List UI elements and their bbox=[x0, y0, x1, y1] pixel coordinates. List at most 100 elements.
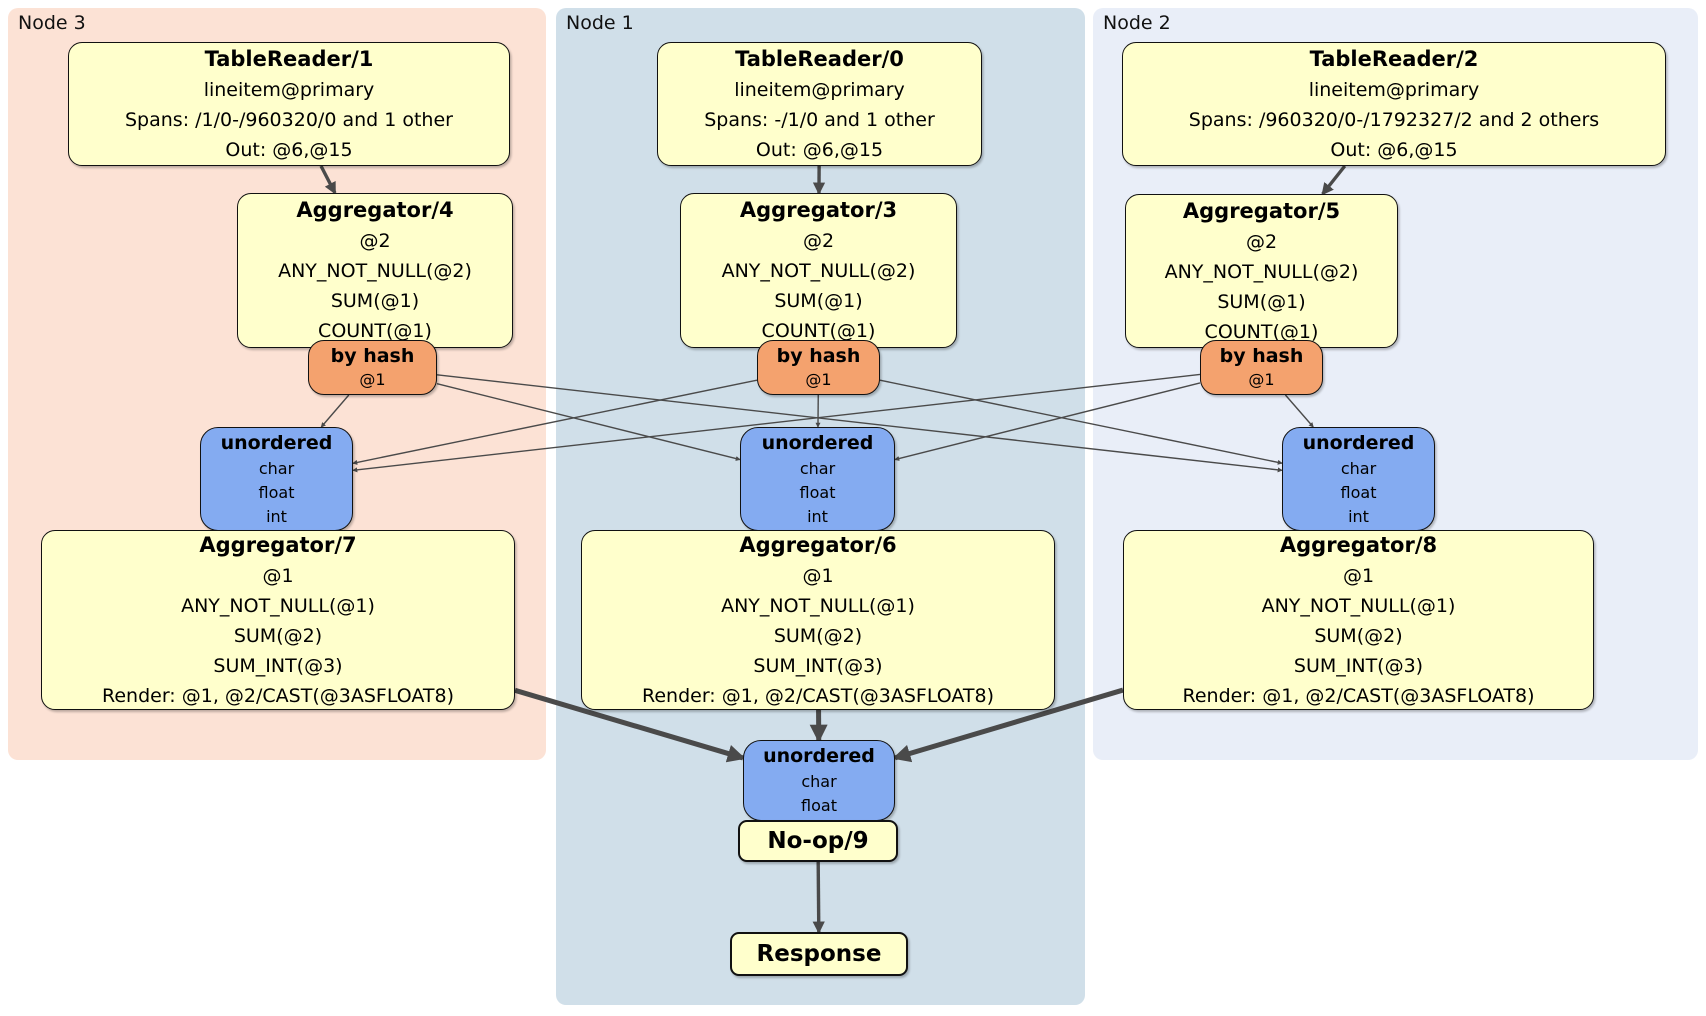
node-detail-line: SUM(@1) bbox=[1217, 290, 1306, 313]
node-detail-line: @1 bbox=[802, 564, 834, 587]
node-detail-line: lineitem@primary bbox=[203, 78, 375, 101]
node-detail-line: ANY_NOT_NULL(@1) bbox=[181, 594, 375, 617]
node-title: Aggregator/7 bbox=[199, 532, 357, 557]
node-detail-line: @2 bbox=[802, 230, 835, 252]
edge-hash2-to-sync3 bbox=[352, 373, 1201, 473]
node-detail-line: ANY_NOT_NULL(@2) bbox=[1164, 260, 1359, 283]
edge-hash1-to-sync2 bbox=[879, 379, 1283, 465]
node-detail-line: char bbox=[799, 458, 836, 478]
node-title: Response bbox=[756, 941, 882, 967]
node-detail-line: SUM(@2) bbox=[773, 624, 863, 647]
node-detail-line: SUM(@2) bbox=[1314, 624, 1403, 647]
edge-agg7-to-syncf bbox=[514, 687, 746, 763]
node-detail-line: COUNT(@1) bbox=[761, 320, 876, 342]
node-detail-line: float bbox=[258, 482, 295, 502]
node-detail-line: float bbox=[1340, 482, 1377, 502]
node-detail-line: SUM_INT(@3) bbox=[213, 654, 343, 677]
noop-9-node: No-op/9 bbox=[738, 820, 898, 862]
response-node: Response bbox=[730, 932, 908, 976]
router-title: by hash bbox=[1219, 345, 1304, 367]
node-detail-line: @1 bbox=[805, 370, 832, 389]
node-detail-line: ANY_NOT_NULL(@2) bbox=[278, 260, 472, 282]
node-detail-line: @1 bbox=[1342, 564, 1375, 587]
node-detail-line: float bbox=[801, 796, 837, 815]
node-detail-line: Spans: /1/0-/960320/0 and 1 other bbox=[125, 108, 453, 131]
node-detail-line: SUM_INT(@3) bbox=[1293, 654, 1424, 677]
edge-agg8-to-syncf bbox=[892, 687, 1124, 763]
node-detail-line: COUNT(@1) bbox=[318, 320, 432, 342]
router-title: by hash bbox=[330, 345, 415, 367]
node-detail-line: SUM_INT(@3) bbox=[753, 654, 883, 677]
node-detail-line: Out: @6,@15 bbox=[1330, 138, 1458, 161]
node-detail-line: Out: @6,@15 bbox=[225, 138, 353, 161]
edge-hash3-to-sync2 bbox=[436, 374, 1283, 473]
node-detail-line: SUM(@1) bbox=[330, 290, 420, 312]
sync-title: unordered bbox=[220, 431, 333, 454]
sync-title: unordered bbox=[761, 431, 874, 454]
node-title: TableReader/0 bbox=[735, 46, 904, 71]
node-title: Aggregator/3 bbox=[739, 198, 898, 222]
node-title: TableReader/2 bbox=[1309, 46, 1479, 71]
hash-router-node3: by hash @1 bbox=[308, 340, 437, 395]
edge-hash2-to-sync1 bbox=[894, 382, 1201, 461]
node-detail-line: ANY_NOT_NULL(@2) bbox=[721, 260, 916, 282]
node-title: TableReader/1 bbox=[204, 46, 374, 71]
node-detail-line: @2 bbox=[359, 230, 391, 252]
node-detail-line: @1 bbox=[262, 564, 294, 587]
edge-hash1-to-sync3 bbox=[352, 379, 758, 465]
node-detail-line: @2 bbox=[1245, 230, 1278, 253]
node-detail-line: float bbox=[799, 482, 836, 502]
node-detail-line: lineitem@primary bbox=[1308, 78, 1480, 101]
node-detail-line: Render: @1, @2/CAST(@3ASFLOAT8) bbox=[1182, 684, 1535, 707]
sync-title: unordered bbox=[1302, 431, 1415, 454]
sync-title: unordered bbox=[763, 745, 875, 767]
panel-label-node-1: Node 1 bbox=[566, 12, 634, 34]
node-detail-line: ANY_NOT_NULL(@1) bbox=[721, 594, 915, 617]
node-detail-line: SUM(@1) bbox=[774, 290, 863, 312]
node-title: Aggregator/4 bbox=[296, 198, 454, 222]
node-title: Aggregator/6 bbox=[739, 532, 897, 557]
node-detail-line: char bbox=[258, 458, 295, 478]
edge-hash2-to-sync2 bbox=[1284, 394, 1314, 428]
node-title: No-op/9 bbox=[767, 828, 869, 854]
hash-router-node1: by hash @1 bbox=[757, 340, 880, 395]
node-detail-line: @1 bbox=[1248, 370, 1275, 389]
sync-unordered-node2: unordered char float int bbox=[1282, 427, 1435, 531]
node-detail-line: lineitem@primary bbox=[734, 78, 905, 101]
node-title: Aggregator/5 bbox=[1182, 198, 1341, 223]
edge-tr2-to-agg5 bbox=[1321, 164, 1347, 196]
panel-label-node-2: Node 2 bbox=[1103, 12, 1171, 34]
edge-hash3-to-sync1 bbox=[436, 382, 741, 461]
node-detail-line: COUNT(@1) bbox=[1204, 320, 1319, 343]
node-detail-line: ANY_NOT_NULL(@1) bbox=[1261, 594, 1456, 617]
node-detail-line: Out: @6,@15 bbox=[755, 138, 884, 161]
edge-noop-to-resp bbox=[812, 861, 825, 934]
edge-hash3-to-sync3 bbox=[320, 394, 350, 428]
node-detail-line: char bbox=[801, 772, 837, 791]
edge-tr1-to-agg4 bbox=[319, 165, 337, 195]
node-detail-line: Render: @1, @2/CAST(@3ASFLOAT8) bbox=[642, 684, 994, 707]
node-detail-line: SUM(@2) bbox=[233, 624, 323, 647]
node-detail-line: int bbox=[266, 506, 287, 526]
panel-label-node-3: Node 3 bbox=[18, 12, 86, 34]
node-detail-line: @1 bbox=[359, 370, 386, 389]
sync-unordered-node3: unordered char float int bbox=[200, 427, 353, 531]
node-title: Aggregator/8 bbox=[1279, 532, 1438, 557]
node-detail-line: Render: @1, @2/CAST(@3ASFLOAT8) bbox=[102, 684, 454, 707]
hash-router-node2: by hash @1 bbox=[1200, 340, 1323, 395]
node-detail-line: char bbox=[1340, 458, 1377, 478]
node-detail-line: Spans: -/1/0 and 1 other bbox=[704, 108, 935, 131]
node-detail-line: int bbox=[1348, 506, 1369, 526]
